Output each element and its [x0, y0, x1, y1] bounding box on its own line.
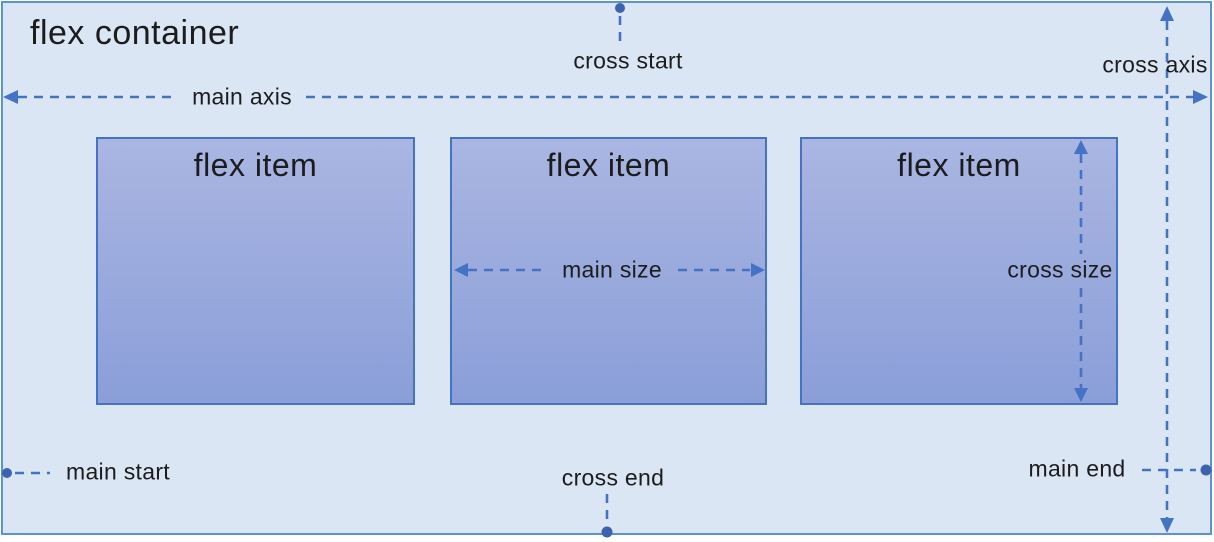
flex-item-3: flex item	[800, 137, 1118, 405]
flex-item-label: flex item	[193, 147, 318, 183]
main-axis-label: main axis	[192, 83, 292, 110]
main-end-label: main end	[1028, 455, 1126, 482]
flex-item-1: flex item	[96, 137, 415, 405]
cross-end-label: cross end	[561, 464, 665, 491]
main-start-label: main start	[66, 458, 170, 485]
cross-start-label: cross start	[573, 47, 683, 74]
flex-item-label: flex item	[897, 147, 1021, 183]
cross-axis-label: cross axis	[1102, 51, 1208, 78]
flex-container-title: flex container	[30, 14, 240, 52]
cross-size-label: cross size	[1007, 256, 1113, 283]
flex-item-label: flex item	[546, 147, 671, 183]
main-size-label: main size	[562, 256, 662, 283]
